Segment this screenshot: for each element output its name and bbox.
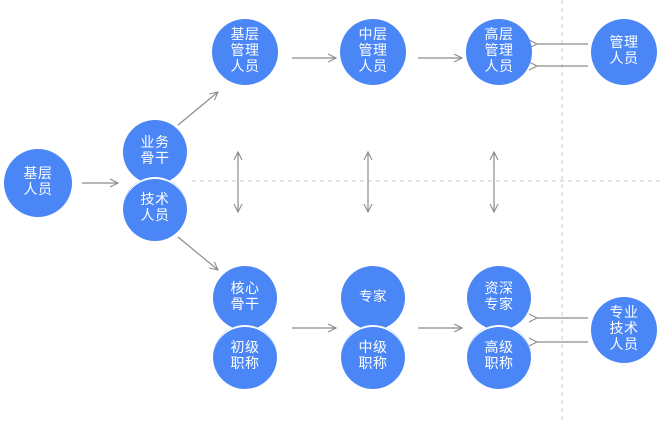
node-key-backbone[interactable]: 核心 骨干: [213, 266, 277, 330]
node-tech-group[interactable]: 专业 技术 人员: [591, 297, 657, 363]
node-title-senior[interactable]: 高级 职称: [467, 325, 531, 389]
node-tech-staff[interactable]: 技术 人员: [123, 177, 187, 241]
node-mgmt-group[interactable]: 管理 人员: [591, 19, 657, 85]
edge-stack-to-mgmt: [177, 92, 218, 126]
node-label: 管理 人员: [609, 35, 639, 67]
node-mgmt-middle[interactable]: 中层 管理 人员: [340, 19, 406, 85]
edge-stack-to-tech: [177, 236, 218, 270]
node-title-middle[interactable]: 中级 职称: [341, 325, 405, 389]
node-mgmt-senior[interactable]: 高层 管理 人员: [466, 19, 532, 85]
node-label: 基层 人员: [23, 166, 53, 198]
node-title-junior[interactable]: 初级 职称: [213, 325, 277, 389]
node-label: 中级 职称: [358, 340, 388, 372]
node-label: 中层 管理 人员: [358, 27, 388, 75]
node-expert[interactable]: 专家: [341, 266, 405, 330]
node-label: 专业 技术 人员: [609, 305, 639, 353]
node-biz-core[interactable]: 业务 骨干: [123, 120, 187, 184]
node-label: 初级 职称: [230, 340, 260, 372]
node-label: 专家: [359, 289, 387, 306]
node-entry[interactable]: 基层 人员: [4, 149, 72, 217]
node-label: 基层 管理 人员: [230, 27, 260, 75]
node-label: 技术 人员: [140, 192, 170, 224]
node-label: 高级 职称: [484, 340, 514, 372]
node-expert-sr[interactable]: 资深 专家: [467, 266, 531, 330]
node-label: 核心 骨干: [230, 281, 260, 313]
node-mgmt-junior[interactable]: 基层 管理 人员: [212, 19, 278, 85]
node-label: 资深 专家: [484, 281, 514, 313]
node-label: 高层 管理 人员: [484, 27, 514, 75]
node-label: 业务 骨干: [140, 135, 170, 167]
